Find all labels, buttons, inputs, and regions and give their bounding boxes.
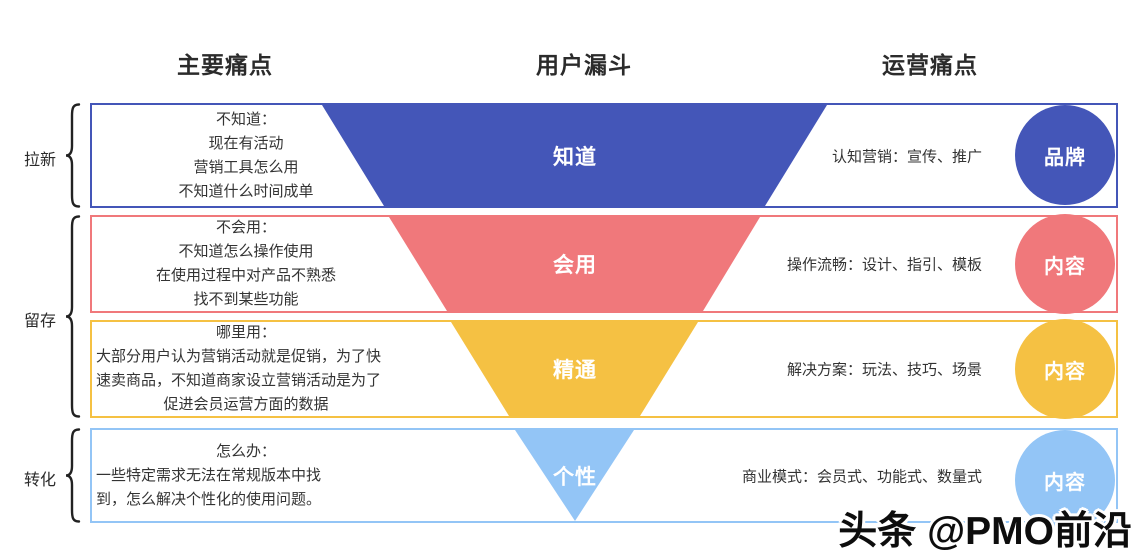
header-ops-pain-points: 运营痛点 (882, 52, 978, 78)
watermark-toutiao-pmo: 头条 @PMO前沿 (838, 510, 1132, 553)
funnel-slice-use (389, 217, 760, 311)
header-user-funnel: 用户漏斗 (536, 52, 632, 78)
pain-points-use: 不会用： 不知道怎么操作使用 在使用过程中对产品不熟悉 找不到某些功能 (96, 216, 396, 312)
pain-points-master: 哪里用： 大部分用户认为营销活动就是促销，为了快 速卖商品，不知道商家设立营销活… (96, 321, 396, 417)
stage-label-acquisition: 拉新 (24, 152, 57, 169)
pain-line: 找不到某些功能 (193, 291, 299, 308)
pain-points-personal: 怎么办： 一些特定需求无法在常规版本中找 到，怎么解决个性化的使用问题。 (96, 440, 396, 512)
circle-label: 内容 (1044, 360, 1086, 383)
funnel-row-know: 不知道： 现在有活动 营销工具怎么用 不知道什么时间成单 知道 认知营销：宣传、… (90, 103, 1118, 208)
pain-line: 大部分用户认为营销活动就是促销，为了快 (96, 348, 382, 365)
pain-line: 不会用： (215, 219, 276, 236)
ops-strategy-text: 认知营销：宣传、推广 (831, 148, 982, 165)
funnel-stage-label: 知道 (553, 145, 597, 169)
brace-acquisition (65, 103, 81, 208)
strategy-circle-content: 内容 (1015, 430, 1115, 530)
pain-line: 营销工具怎么用 (193, 158, 299, 176)
pain-line: 怎么办： (215, 442, 276, 460)
funnel-row-master: 哪里用： 大部分用户认为营销活动就是促销，为了快 速卖商品，不知道商家设立营销活… (90, 319, 1118, 419)
stage-label-conversion: 转化 (24, 472, 57, 489)
pain-line: 到，怎么解决个性化的使用问题。 (96, 490, 322, 508)
pain-line: 速卖商品，不知道商家设立营销活动是为了 (96, 372, 382, 389)
funnel-stage-label: 个性 (553, 465, 597, 489)
funnel-row-use: 不会用： 不知道怎么操作使用 在使用过程中对产品不熟悉 找不到某些功能 会用 操… (90, 214, 1118, 314)
brace-retention (65, 215, 81, 418)
circle-label: 内容 (1044, 255, 1086, 278)
ops-strategy-text: 解决方案：玩法、技巧、场景 (786, 361, 982, 379)
pain-points-know: 不知道： 现在有活动 营销工具怎么用 不知道什么时间成单 (96, 108, 396, 204)
stage-label-retention: 留存 (24, 313, 57, 330)
pain-line: 一些特定需求无法在常规版本中找 (96, 466, 322, 484)
strategy-circle-content: 内容 (1015, 319, 1115, 419)
funnel-stage-label: 精通 (553, 359, 597, 382)
pain-line: 在使用过程中对产品不熟悉 (155, 267, 336, 284)
pain-line: 不知道： (215, 110, 276, 128)
brace-conversion (65, 428, 81, 523)
strategy-circle-brand: 品牌 (1015, 105, 1115, 205)
strategy-circle-content: 内容 (1015, 214, 1115, 314)
pain-line: 现在有活动 (208, 134, 284, 152)
funnel-slice-know (322, 105, 827, 206)
ops-strategy-text: 操作流畅：设计、指引、模板 (786, 256, 982, 274)
pain-line: 哪里用： (215, 324, 276, 341)
header-main-pain-points: 主要痛点 (177, 52, 273, 78)
pain-line: 不知道什么时间成单 (178, 182, 314, 200)
pain-line: 促进会员运营方面的数据 (163, 396, 329, 413)
ops-strategy-text: 商业模式：会员式、功能式、数量式 (741, 468, 982, 485)
funnel-stage-label: 会用 (553, 254, 597, 277)
pain-line: 不知道怎么操作使用 (178, 243, 314, 260)
circle-label: 品牌 (1044, 146, 1086, 169)
circle-label: 内容 (1044, 471, 1086, 494)
funnel-row-personal: 怎么办： 一些特定需求无法在常规版本中找 到，怎么解决个性化的使用问题。 个性 … (90, 428, 1118, 530)
